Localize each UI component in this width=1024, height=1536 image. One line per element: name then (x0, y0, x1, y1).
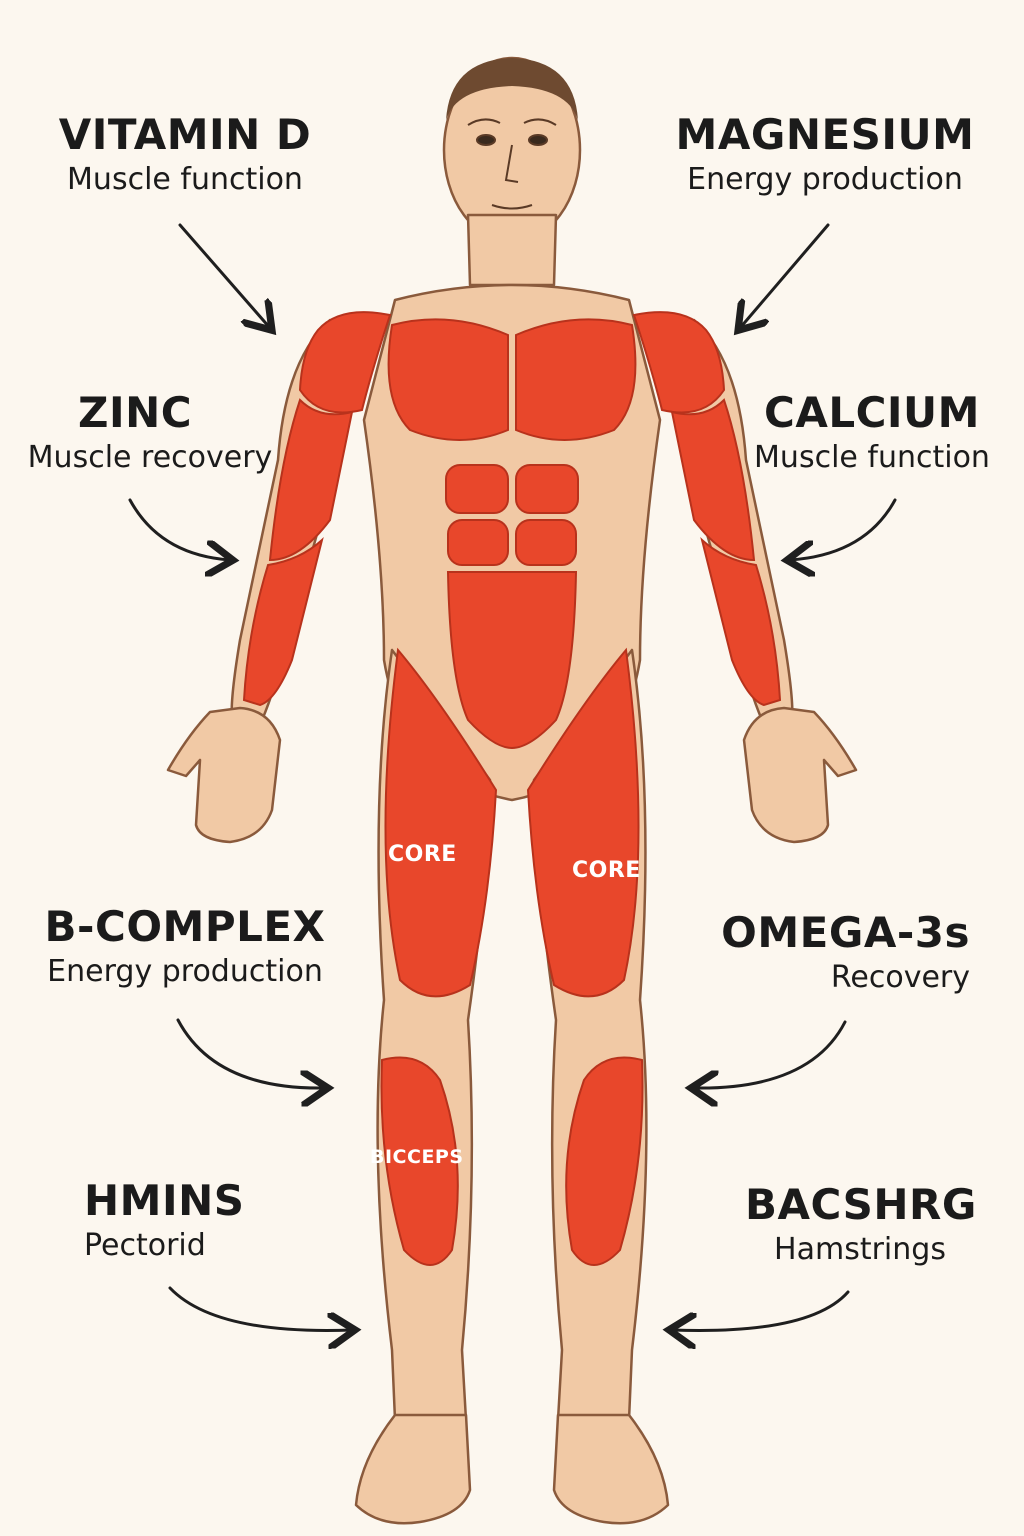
arrow-hmins (168, 1286, 352, 1330)
label-magnesium: MAGNESIUM Energy production (670, 110, 980, 200)
label-desc: Muscle function (67, 162, 303, 197)
body-silhouette (166, 56, 858, 1525)
left-calf (380, 1056, 459, 1266)
arrow-zinc (128, 498, 230, 560)
label-title: HMINS (84, 1176, 245, 1225)
label-desc: Hamstrings (774, 1232, 946, 1267)
label-zinc: ZINC Muscle recovery (20, 388, 280, 478)
left-foot (354, 1413, 472, 1525)
arrow-calcium (790, 498, 897, 560)
ab-1-left (445, 464, 509, 514)
arrows (128, 223, 897, 1331)
arrow-omega-3s (694, 1020, 847, 1088)
label-omega-3s: OMEGA-3s Recovery (720, 908, 970, 998)
label-title: MAGNESIUM (675, 110, 975, 159)
right-thigh (526, 647, 640, 998)
label-desc: Recovery (830, 960, 970, 995)
right-upper-arm (670, 398, 756, 562)
right-calf (565, 1056, 644, 1266)
right-hand (742, 706, 858, 844)
right-forearm (700, 537, 782, 707)
label-desc: Energy production (687, 162, 963, 197)
arrow-bacshrg (672, 1290, 850, 1331)
label-calcium: CALCIUM Muscle function (742, 388, 1002, 478)
label-desc: Muscle function (754, 440, 990, 475)
label-title: ZINC (78, 388, 193, 437)
right-deltoid (632, 311, 726, 414)
ab-2-left (447, 519, 509, 566)
lower-abs (446, 571, 578, 750)
ab-2-right (515, 519, 577, 566)
label-title: CALCIUM (764, 388, 980, 437)
right-foot (552, 1413, 670, 1525)
muscle-tag-core-right: CORE (572, 858, 641, 883)
label-title: BACSHRG (745, 1180, 977, 1229)
left-deltoid (298, 311, 392, 414)
label-hmins: HMINS Pectorid (84, 1176, 324, 1266)
left-upper-arm (268, 398, 354, 562)
muscle-tag-biceps: BICCEPS (370, 1146, 464, 1168)
left-forearm (242, 537, 324, 707)
left-thigh (384, 647, 498, 998)
neck (466, 213, 558, 287)
left-pectoral (387, 318, 509, 441)
hair (446, 58, 578, 120)
label-title: OMEGA-3s (721, 908, 970, 957)
label-desc: Muscle recovery (27, 440, 273, 475)
ab-1-right (515, 464, 579, 514)
face (467, 118, 557, 210)
muscle-tag-core-left: CORE (388, 842, 457, 867)
label-desc: Energy production (47, 954, 323, 989)
label-title: VITAMIN D (58, 110, 312, 159)
label-title: B-COMPLEX (44, 902, 326, 951)
label-b-complex: B-COMPLEX Energy production (40, 902, 330, 992)
muscles (242, 311, 782, 1266)
right-pectoral (515, 318, 637, 441)
label-bacshrg: BACSHRG Hamstrings (745, 1180, 977, 1270)
label-desc: Pectorid (84, 1228, 206, 1263)
arrow-magnesium (740, 223, 830, 328)
label-vitamin-d: VITAMIN D Muscle function (40, 110, 330, 200)
arrow-b-complex (176, 1018, 325, 1088)
arrow-vitamin-d (178, 223, 270, 328)
left-hand (166, 706, 282, 844)
